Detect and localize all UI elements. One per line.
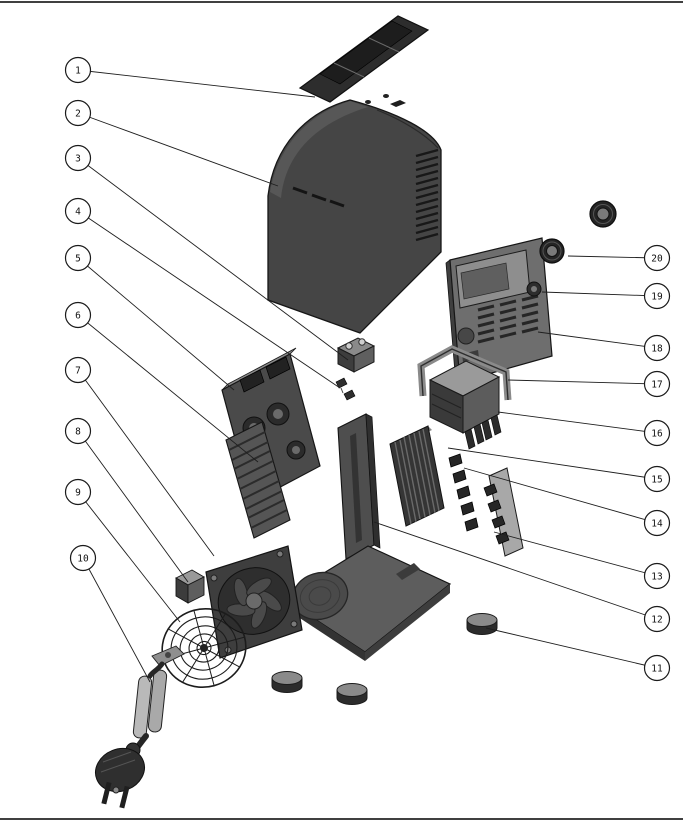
callout-2: 2: [64, 99, 92, 127]
part-handle: [298, 15, 430, 103]
callout-1: 1: [64, 56, 92, 84]
leader-line-13: [493, 531, 658, 577]
part-knob-connectors: [539, 200, 617, 264]
part-heatsink: [225, 421, 291, 539]
leader-lines: [77, 69, 658, 683]
leader-line-20: [567, 255, 658, 259]
part-power-cord: [95, 645, 185, 809]
leader-line-19: [541, 291, 658, 297]
part-connector-strip: [483, 467, 524, 557]
callout-17-number: 17: [651, 380, 662, 391]
callout-6-number: 6: [75, 311, 81, 322]
callout-6: 6: [64, 301, 92, 329]
callout-8: 8: [64, 417, 92, 445]
callout-20: 20: [643, 244, 671, 272]
callout-12-number: 12: [651, 615, 662, 626]
callout-8-number: 8: [75, 427, 81, 438]
callout-4-number: 4: [75, 207, 81, 218]
cover-front-slots: [292, 186, 345, 208]
part-terminal-block: [336, 337, 376, 373]
callout-11-number: 11: [651, 664, 663, 675]
leader-line-2: [77, 112, 279, 187]
callout-16-number: 16: [651, 429, 663, 440]
leader-line-4: [77, 210, 341, 389]
callout-18: 18: [643, 334, 671, 362]
callout-17: 17: [643, 370, 671, 398]
callout-15: 15: [643, 465, 671, 493]
leader-line-9: [77, 491, 181, 623]
callout-14-number: 14: [651, 519, 663, 530]
callout-2-number: 2: [75, 109, 81, 120]
part-bracket: [417, 345, 512, 401]
callout-9-number: 9: [75, 488, 81, 499]
part-rear-insert: [455, 249, 542, 309]
part-fasteners: [335, 377, 356, 401]
leader-line-12: [373, 521, 658, 620]
callout-14: 14: [643, 509, 671, 537]
part-transformer: [428, 360, 502, 450]
callout-12: 12: [643, 605, 671, 633]
leader-line-10: [82, 557, 151, 683]
part-chassis: [281, 413, 452, 661]
callout-5-number: 5: [75, 254, 81, 265]
callout-13-number: 13: [651, 572, 662, 583]
part-fan: [205, 545, 303, 659]
callout-20-number: 20: [651, 254, 663, 265]
leader-line-18: [537, 331, 658, 349]
leader-line-8: [77, 430, 189, 583]
callouts: 1 2 3 4 5 6 7 8 9 10 11 12 13 14 15: [64, 56, 671, 682]
callout-16: 16: [643, 419, 671, 447]
callout-7: 7: [64, 356, 92, 384]
callout-3-number: 3: [75, 154, 81, 165]
callout-19: 19: [643, 282, 671, 310]
leader-line-11: [485, 627, 658, 669]
callout-3: 3: [64, 144, 92, 172]
part-rubber-feet: [271, 613, 498, 705]
callout-18-number: 18: [651, 344, 663, 355]
part-small-components: [448, 453, 479, 532]
callout-1-number: 1: [75, 66, 81, 77]
leader-line-15: [447, 447, 658, 480]
callout-10: 10: [69, 544, 97, 572]
part-small-box: [175, 569, 205, 604]
leader-line-17: [507, 379, 658, 385]
leader-line-14: [463, 467, 658, 524]
cover-vent-slots: [415, 148, 439, 242]
callout-4: 4: [64, 197, 92, 225]
leader-line-3: [77, 157, 349, 361]
callout-9: 9: [64, 478, 92, 506]
leader-line-1: [77, 69, 316, 98]
callout-13: 13: [643, 562, 671, 590]
callout-7-number: 7: [75, 366, 81, 377]
callout-5: 5: [64, 244, 92, 272]
part-pcb-heatsink: [389, 425, 445, 527]
rear-panel-hole: [457, 327, 475, 345]
callout-15-number: 15: [651, 475, 662, 486]
leader-line-6: [77, 314, 259, 463]
leader-line-16: [497, 411, 658, 434]
leader-line-7: [77, 369, 215, 557]
leader-line-5: [77, 257, 235, 391]
callout-11: 11: [643, 654, 671, 682]
callout-19-number: 19: [651, 292, 663, 303]
part-cover: [267, 94, 442, 334]
callout-10-number: 10: [77, 554, 89, 565]
